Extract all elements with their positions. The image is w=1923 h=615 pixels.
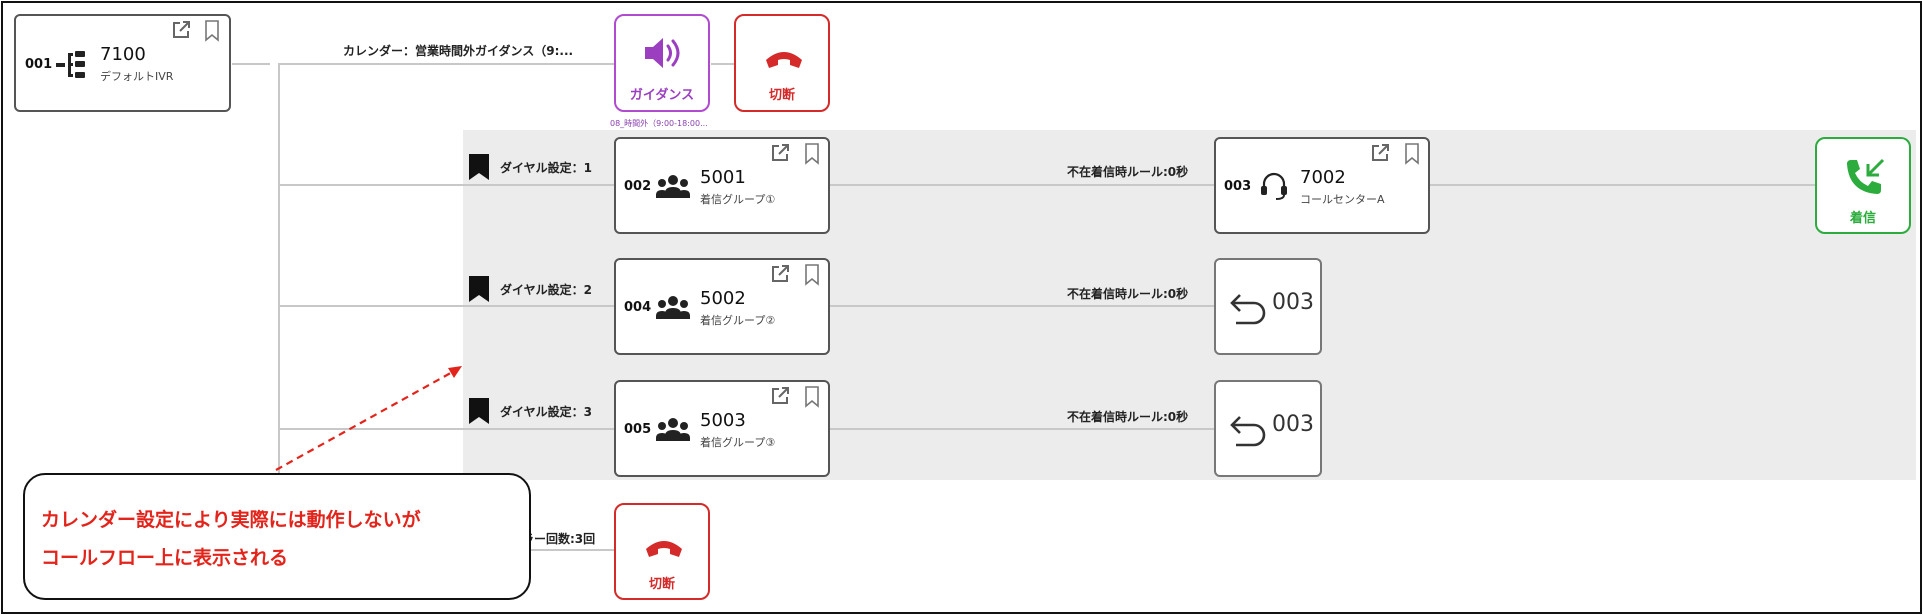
missed-call-rule-label: 不在着信時ルール:0秒 — [1067, 410, 1189, 424]
group-people-icon — [656, 175, 690, 198]
open-external-icon[interactable] — [770, 264, 790, 284]
return-arrow-icon — [1230, 416, 1266, 447]
connector — [278, 63, 280, 483]
bookmark-filled-icon — [469, 154, 489, 180]
guidance-sublabel: 08_時間外（9:00-18:00... — [610, 119, 708, 128]
node-id: 001 — [25, 57, 53, 72]
node-name: 着信グループ① — [700, 193, 776, 206]
bookmark-outline-icon[interactable] — [804, 386, 820, 408]
connector — [278, 305, 615, 307]
return-target: 003 — [1272, 412, 1314, 437]
hangup-label: 切断 — [648, 577, 675, 592]
node-id: 002 — [624, 179, 652, 194]
open-external-icon[interactable] — [171, 20, 191, 40]
speaker-icon — [645, 38, 680, 68]
node-number: 5002 — [700, 288, 746, 309]
dial-setting-label: ダイヤル設定：3 — [500, 405, 592, 419]
hangup-tile-bottom[interactable]: 切断 — [614, 503, 710, 600]
bookmark-filled-icon — [469, 276, 489, 302]
open-external-icon[interactable] — [770, 386, 790, 406]
group-node[interactable]: 002 5001 着信グループ① — [614, 137, 830, 234]
node-number: 5003 — [700, 410, 746, 431]
return-arrow-icon — [1230, 294, 1266, 325]
connector — [278, 184, 615, 186]
bookmark-outline-icon[interactable] — [204, 20, 220, 42]
group-people-icon — [656, 296, 690, 319]
bookmark-filled-icon — [469, 398, 489, 424]
node-id: 005 — [624, 422, 652, 437]
hangup-phone-icon — [766, 52, 802, 68]
ivr-tree-icon — [56, 51, 85, 78]
group-people-icon — [656, 418, 690, 441]
dial-setting-label: ダイヤル設定：2 — [500, 283, 592, 297]
connector — [830, 428, 1215, 430]
dial-setting-label: ダイヤル設定：1 — [500, 161, 592, 175]
connector — [830, 305, 1215, 307]
connector — [711, 63, 735, 65]
call-center-node[interactable]: 003 7002 コールセンターA — [1214, 137, 1430, 234]
node-id: 003 — [1224, 179, 1252, 194]
connector — [1430, 184, 1816, 186]
node-id: 004 — [624, 300, 652, 315]
bookmark-outline-icon[interactable] — [804, 264, 820, 286]
headset-icon — [1261, 172, 1287, 200]
node-name: 着信グループ③ — [700, 436, 776, 449]
calendar-edge-label: カレンダー：営業時間外ガイダンス（9:... — [343, 44, 574, 58]
open-external-icon[interactable] — [770, 143, 790, 163]
connector — [232, 63, 270, 65]
ivr-node-root[interactable]: 001 7100 デフォルトIVR — [14, 14, 231, 112]
node-name: 着信グループ② — [700, 314, 776, 327]
annotation-line-1: カレンダー設定により実際には動作しないが — [41, 509, 421, 531]
incoming-call-icon — [1847, 158, 1885, 194]
node-name: コールセンターA — [1300, 193, 1385, 206]
group-node[interactable]: 004 5002 着信グループ② — [614, 258, 830, 355]
connector — [278, 63, 616, 65]
return-node[interactable]: 003 — [1214, 258, 1322, 355]
bookmark-outline-icon[interactable] — [1404, 143, 1420, 165]
node-number: 5001 — [700, 167, 746, 188]
missed-call-rule-label: 不在着信時ルール:0秒 — [1067, 287, 1189, 301]
annotation-callout: カレンダー設定により実際には動作しないが コールフロー上に表示される — [23, 473, 531, 600]
return-node[interactable]: 003 — [1214, 380, 1322, 477]
hangup-tile[interactable]: 切断 — [734, 14, 830, 112]
missed-call-rule-label: 不在着信時ルール:0秒 — [1067, 165, 1189, 179]
incoming-tile[interactable]: 着信 — [1815, 137, 1911, 234]
connector — [278, 428, 615, 430]
connector — [530, 549, 615, 551]
guidance-tile[interactable]: ガイダンス — [614, 14, 710, 112]
annotation-arrow — [275, 366, 462, 471]
node-name: デフォルトIVR — [100, 70, 174, 83]
connector — [830, 184, 1215, 186]
annotation-line-2: コールフロー上に表示される — [41, 547, 289, 569]
hangup-label: 切断 — [768, 88, 795, 103]
node-number: 7100 — [100, 44, 146, 65]
bookmark-outline-icon[interactable] — [804, 143, 820, 165]
group-node[interactable]: 005 5003 着信グループ③ — [614, 380, 830, 477]
guidance-label: ガイダンス — [629, 88, 695, 103]
error-count-label: ラー回数:3回 — [522, 532, 596, 546]
node-number: 7002 — [1300, 167, 1346, 188]
incoming-label: 着信 — [1849, 211, 1876, 226]
open-external-icon[interactable] — [1370, 143, 1390, 163]
hangup-phone-icon — [646, 541, 682, 557]
return-target: 003 — [1272, 290, 1314, 315]
